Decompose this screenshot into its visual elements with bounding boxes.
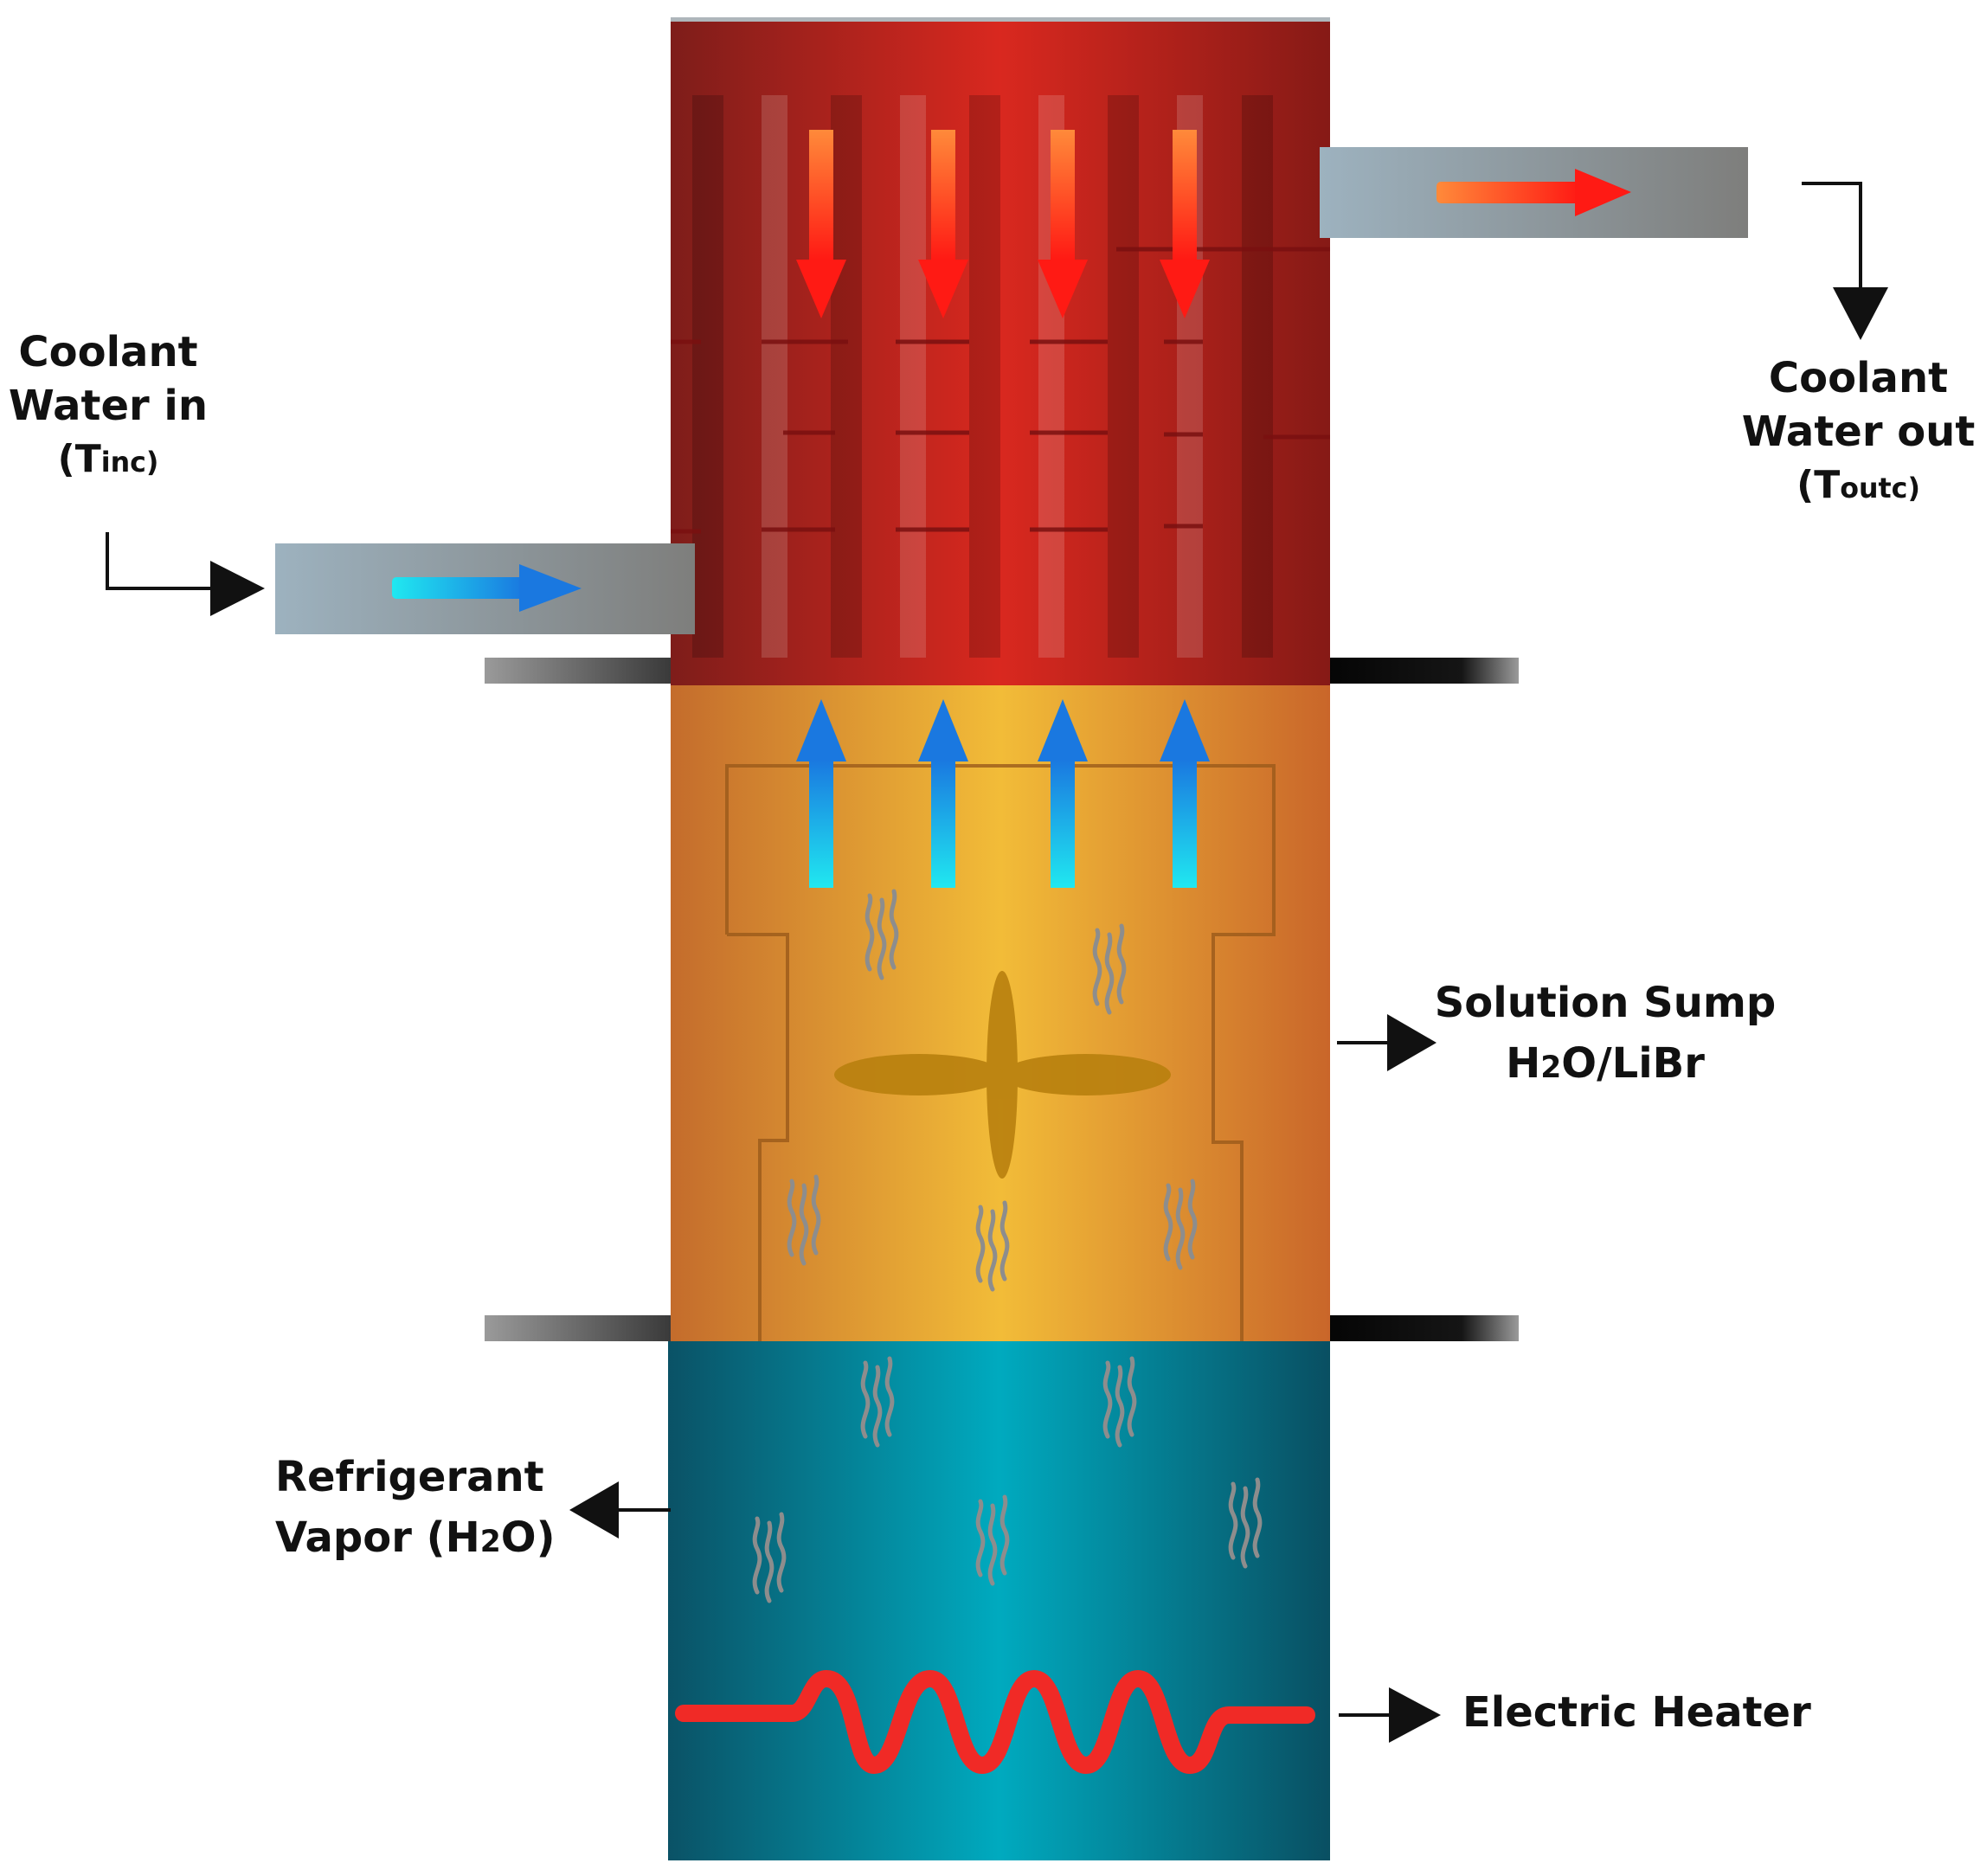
coolant-in-line1: Coolant — [18, 328, 198, 376]
electric-heater-label: Electric Heater — [1462, 1688, 1811, 1737]
heater-chamber-section — [668, 1341, 1330, 1860]
refrigerant-vapor-line2: Vapor (H2O) — [275, 1513, 556, 1562]
solution-sump-line1: Solution Sump — [1434, 979, 1777, 1027]
solution-sump-line2: H2O/LiBr — [1506, 1039, 1705, 1088]
heater-coil — [675, 1670, 1315, 1774]
coolant-out-line1: Coolant — [1768, 354, 1949, 402]
coolant-out-line3: (Toutc) — [1796, 463, 1920, 507]
refrigerant-vapor-line1: Refrigerant — [275, 1453, 544, 1501]
coolant-out-label: Coolant Water out (Toutc) — [1731, 357, 1986, 504]
solution-sump-section — [671, 685, 1330, 1341]
coolant-in-pipe — [275, 543, 695, 634]
coolant-in-line2: Water in — [8, 382, 209, 430]
solution-sump-leader — [1337, 1014, 1436, 1071]
flange-bottom-right — [1328, 1315, 1519, 1341]
condenser-section — [671, 17, 1330, 685]
coolant-in-label: Coolant Water in (Tinc) — [0, 331, 216, 479]
coolant-out-line2: Water out — [1741, 408, 1976, 456]
electric-heater-leader — [1339, 1687, 1441, 1743]
refrigerant-vapor-leader — [569, 1481, 671, 1539]
solution-sump-label: Solution Sump H2O/LiBr — [1432, 982, 1778, 1084]
flange-bottom-left — [485, 1315, 671, 1341]
coolant-in-line3: (Tinc) — [57, 437, 159, 481]
stirrer-icon — [834, 971, 1171, 1179]
flange-top-right — [1328, 658, 1519, 684]
hot-down-arrows — [796, 130, 1210, 318]
coolant-in-leader — [106, 532, 265, 616]
flange-top-left — [485, 658, 671, 684]
refrigerant-vapor-label: Refrigerant Vapor (H2O) — [275, 1456, 561, 1558]
coolant-out-pipe — [1320, 147, 1748, 238]
cold-up-arrows — [796, 699, 1210, 888]
coolant-out-leader — [1802, 182, 1888, 340]
